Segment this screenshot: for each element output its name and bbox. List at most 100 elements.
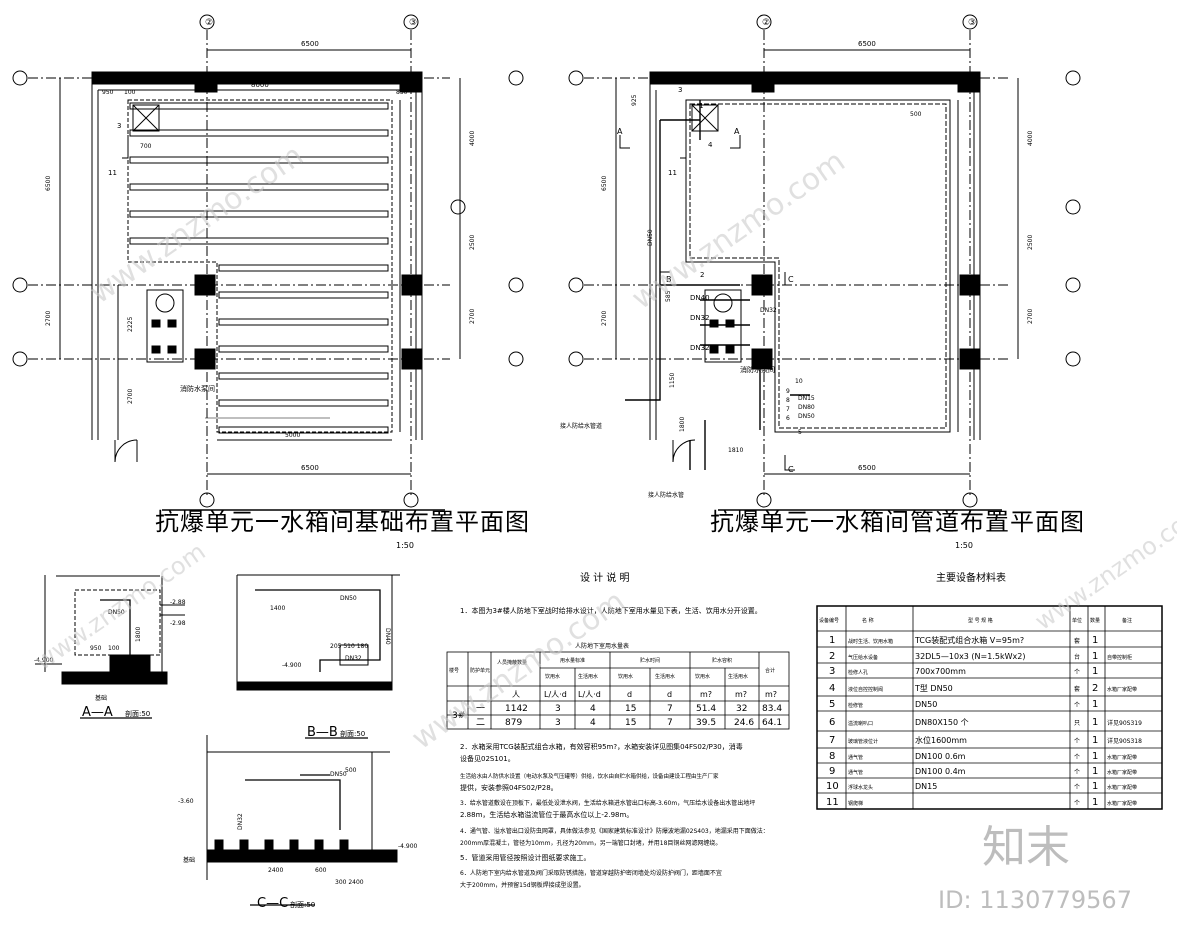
dim-left-total-b: 6500: [601, 176, 608, 191]
section-aa-text: -2.88 -2.98 -4.900 DN50 950 100 1800 基础 …: [34, 599, 186, 720]
note-2b: 设备见02S101。: [460, 754, 515, 763]
dim-right-mid: 2500: [469, 235, 476, 250]
aa-elev1: -2.88: [170, 599, 186, 606]
aa-100: 100: [108, 645, 120, 652]
cc-scale: 剖面:50: [290, 900, 315, 909]
wt-u-e: m?: [700, 690, 712, 699]
dim-left-lower: 2700: [45, 311, 52, 326]
dim-850: 850: [396, 89, 408, 96]
label-9: 9: [786, 388, 790, 395]
bb-dn32: DN32: [345, 655, 362, 662]
dim-1150: 1150: [669, 373, 676, 388]
footer: 知末 ID: 1130779567: [938, 822, 1132, 914]
note-2: 2．水箱采用TCG装配式组合水箱，有效容积95m?，水箱安装详见图集04FS02…: [460, 742, 743, 751]
label-2-b: 2: [700, 271, 704, 279]
eq-r5-unit: 个: [1074, 702, 1080, 709]
wt-r1-b: 4: [590, 704, 596, 714]
eq-r10-name: 浮球水龙头: [848, 784, 873, 791]
wt-h-people: 人员掩蔽数量: [497, 659, 527, 666]
cc-600: 600: [315, 867, 327, 874]
eq-r5-qty: 1: [1092, 699, 1098, 710]
aa-elev3: -4.900: [34, 657, 54, 664]
eq-r10-spec: DN15: [915, 782, 937, 791]
dim-925: 925: [631, 94, 638, 106]
section-cc-text: DN50 DN32 2400 500 -3.60 -4.900 基础 300 2…: [178, 767, 418, 911]
wt-h-unit: 防护单元: [470, 667, 490, 674]
dim-bottom: 6500: [301, 464, 319, 472]
bb-205: 205 510 180: [330, 643, 368, 650]
eq-r8-unit: 个: [1074, 754, 1080, 761]
cc-elev1: -3.60: [178, 798, 194, 805]
wt-r1-people: 1142: [505, 704, 528, 714]
watermark-layer: www.znzmo.com www.znzmo.com www.znzmo.co…: [30, 138, 1177, 757]
eq-r11-name: 钢爬梯: [848, 800, 863, 807]
eq-r8-note: 水箱厂家配带: [1107, 754, 1137, 761]
eq-r11-qty: 1: [1092, 797, 1098, 808]
dim-1800: 1800: [679, 417, 686, 432]
wt-h-vol: 贮水容积: [712, 657, 732, 664]
note-6: 6．人防地下室内给水管道及阀门采取防锈措施，管道穿越防护密闭墙处均设防护阀门，距…: [460, 869, 722, 877]
note-2c: 生活给水由人防供水设置（电动水泵及气压罐等）供给，饮水由自贮水箱供给，设备由建设…: [460, 772, 719, 780]
label-dn50-a: DN50: [647, 229, 654, 246]
aa-1800: 1800: [135, 627, 142, 642]
eq-r10-note: 水箱厂家配带: [1107, 784, 1137, 791]
cc-elev2: -4.900: [398, 843, 418, 850]
eq-r1-name: 战时生活、饮用水箱: [848, 638, 893, 645]
dim-5000: 5000: [285, 432, 300, 439]
eq-r8-no: 8: [829, 751, 835, 762]
eq-r11-no: 11: [826, 797, 839, 808]
dim-right-upper-b: 4000: [1027, 131, 1034, 146]
label-1-b: 1: [699, 102, 703, 110]
pipe-in-label: 接人防给水管道: [560, 422, 602, 430]
eq-r4-spec: T型 DN50: [914, 684, 953, 693]
wt-r2-unit: 二: [476, 718, 485, 728]
plan-foundation-title: 抗爆单元一水箱间基础布置平面图: [155, 508, 530, 536]
water-table-title: 人防地下室用水量表: [575, 642, 629, 650]
label-dn80: DN80: [798, 404, 815, 411]
note-6b: 大于200mm，并预留15d钢板焊接成型设置。: [460, 881, 585, 889]
eq-r5-no: 5: [829, 699, 835, 710]
bb-dn50: DN50: [340, 595, 357, 602]
cc-300: 300 2400: [335, 879, 364, 886]
plan-foundation-text: ② ③ 6500 8000 950 100 3 11 700 消防水泵间 500…: [45, 18, 530, 550]
water-table-grid: [446, 651, 790, 730]
dim-right-upper: 4000: [469, 131, 476, 146]
eq-r4-name: 液位自控控制阀: [848, 686, 883, 693]
wt-h-sum: 合计: [765, 667, 775, 674]
notes-title: 设 计 说 明: [580, 571, 630, 584]
label-5: 5: [798, 429, 802, 436]
eq-r7-name: 玻璃管液位计: [848, 738, 878, 745]
eq-r10-no: 10: [826, 781, 839, 792]
wt-h2-e: 饮用水: [695, 673, 710, 680]
eq-r1-qty: 1: [1092, 635, 1098, 646]
label-7: 7: [786, 406, 790, 413]
section-a-right: A: [734, 127, 740, 136]
cc-title: C—C: [257, 896, 288, 911]
equipment-table: 主要设备材料表 设备编号 名 称 型 号 规 格 单位 数量 备注: [816, 571, 1163, 810]
eq-r10-qty: 1: [1092, 781, 1098, 792]
plan-piping-scale: 1:50: [955, 541, 973, 550]
dim-right-lower-b: 2700: [1027, 309, 1034, 324]
eq-r9-unit: 个: [1074, 769, 1080, 776]
dim-950: 950: [102, 89, 114, 96]
label-dn32-c: DN32: [760, 307, 777, 314]
wt-r2-people: 879: [505, 718, 522, 728]
cc-2400: 2400: [268, 867, 283, 874]
label-11-b: 11: [668, 169, 677, 177]
foundation-strips: [129, 102, 389, 434]
dim-top: 6500: [301, 40, 319, 48]
wt-r1-d: 7: [667, 704, 673, 714]
section-aa: [35, 575, 185, 719]
eq-r2-no: 2: [829, 651, 835, 662]
eq-r9-note: 水箱厂家配带: [1107, 769, 1137, 776]
dim-left-total: 6500: [45, 176, 52, 191]
dim-585: 585: [665, 290, 672, 302]
wt-r1-f: 32: [736, 704, 747, 714]
bb-scale: 剖面:50: [340, 729, 365, 738]
plan-piping-title: 抗爆单元一水箱间管道布置平面图: [710, 508, 1085, 536]
eq-r3-name: 检修人孔: [848, 669, 868, 676]
eq-r9-spec: DN100 0.4m: [915, 767, 966, 776]
bb-1400: 1400: [270, 605, 285, 612]
wt-r2-g: 64.1: [762, 718, 782, 728]
aa-base: 基础: [95, 694, 107, 702]
